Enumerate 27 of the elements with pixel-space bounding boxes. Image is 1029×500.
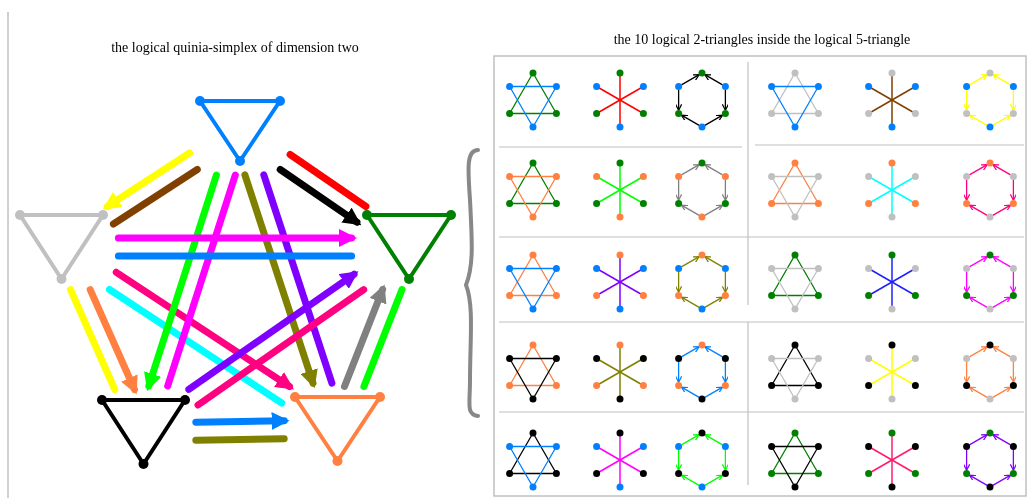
triangle-node [290, 392, 385, 466]
connector-line [109, 166, 201, 228]
connector-line [286, 151, 370, 210]
triangle-node [15, 210, 108, 284]
arrow [114, 229, 357, 247]
triangle-node [97, 395, 190, 469]
arrow [112, 268, 294, 390]
connector-line [360, 286, 406, 390]
connector-line [260, 171, 336, 387]
triangle-node [195, 96, 285, 166]
connector-line [192, 435, 288, 444]
connector-line [67, 286, 119, 393]
arrow [86, 286, 138, 395]
arrow [102, 149, 194, 210]
arrow [185, 270, 359, 393]
triangle-node [362, 210, 456, 284]
connector-line [114, 252, 356, 260]
arrow [144, 171, 220, 392]
panel-title: the logical quinia-simplex of dimension two [111, 40, 359, 56]
arrow [241, 171, 318, 389]
panel-title: the 10 logical 2-triangles inside the logical 5-triangle [613, 32, 911, 48]
arrow [276, 166, 362, 226]
connector-line [106, 286, 286, 407]
arrow [341, 284, 387, 390]
arrow [192, 412, 290, 430]
connector-line [194, 286, 368, 409]
connector-line [164, 171, 239, 390]
